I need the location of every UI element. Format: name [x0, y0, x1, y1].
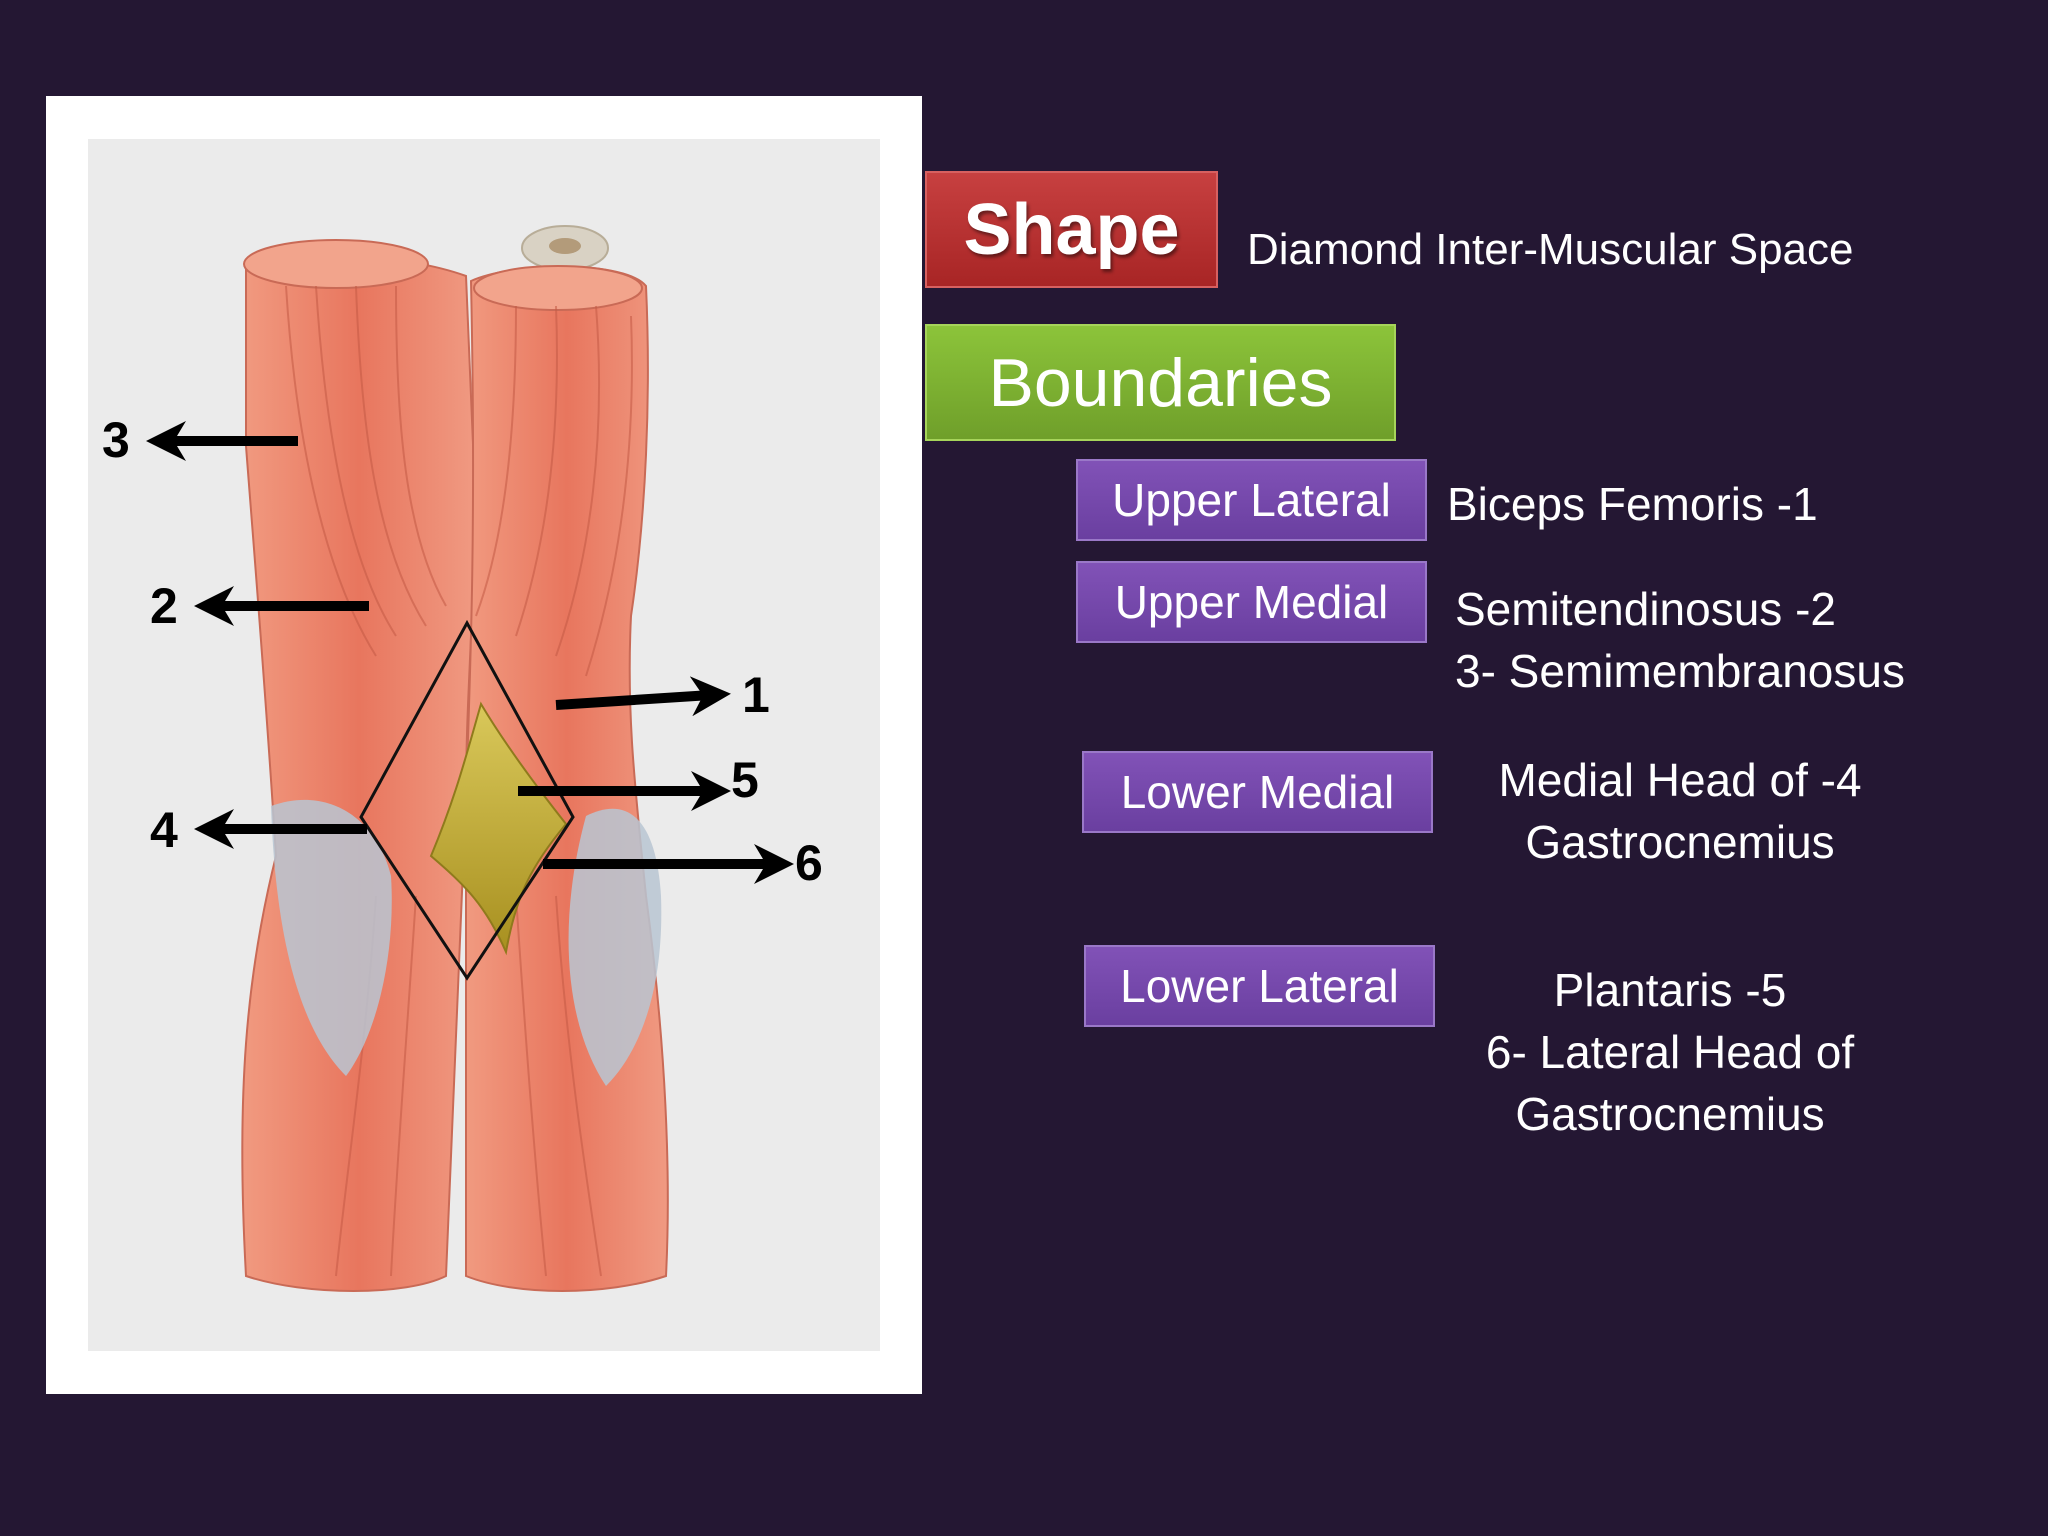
marker-3: 3 [102, 412, 130, 468]
shape-label-box: Shape [925, 171, 1218, 288]
boundary-line: Gastrocnemius [1525, 816, 1835, 868]
boundary-value-upper-medial: Semitendinosus -2 3- Semimembranosus [1455, 578, 1905, 702]
biceps-cut-end [473, 265, 643, 311]
muscle-fibers [285, 285, 633, 1277]
popliteal-fossa-illustration: 1 2 3 4 5 6 [88, 139, 880, 1351]
boundary-line: 6- Lateral Head of [1485, 1026, 1855, 1078]
boundary-line: 3- Semimembranosus [1455, 645, 1905, 697]
marker-5: 5 [731, 752, 759, 808]
boundary-value-lower-medial: Medial Head of -4 Gastrocnemius [1450, 749, 1910, 873]
boundary-label-lower-medial: Lower Medial [1082, 751, 1433, 833]
medial-knee-tendons [271, 799, 392, 1076]
boundary-line: Medial Head of -4 [1498, 754, 1862, 806]
marker-2: 2 [150, 578, 178, 634]
shape-label: Shape [963, 189, 1180, 270]
boundary-label-text: Lower Medial [1120, 766, 1395, 818]
boundary-line: Semitendinosus -2 [1455, 583, 1836, 635]
marker-4: 4 [150, 802, 178, 858]
femur-marrow [549, 238, 581, 254]
shape-value: Diamond Inter-Muscular Space [1247, 225, 1854, 274]
boundary-label-text: Upper Lateral [1112, 474, 1391, 526]
boundary-label-upper-lateral: Upper Lateral [1076, 459, 1427, 541]
marker-1: 1 [742, 667, 770, 723]
boundaries-heading: Boundaries [988, 344, 1333, 421]
boundary-value-lower-lateral: Plantaris -5 6- Lateral Head of Gastrocn… [1440, 959, 1900, 1145]
anatomy-figure-panel: 1 2 3 4 5 6 [46, 96, 922, 1394]
boundary-value-upper-lateral: Biceps Femoris -1 [1447, 473, 1818, 535]
hamstring-cut-end [243, 239, 429, 289]
boundary-line: Biceps Femoris -1 [1447, 478, 1818, 530]
boundary-line: Gastrocnemius [1515, 1088, 1825, 1140]
boundary-label-lower-lateral: Lower Lateral [1084, 945, 1435, 1027]
boundaries-heading-box: Boundaries [925, 324, 1396, 441]
marker-6: 6 [795, 835, 823, 891]
boundary-label-text: Lower Lateral [1120, 960, 1399, 1012]
boundary-label-upper-medial: Upper Medial [1076, 561, 1427, 643]
lateral-knee-tendons [568, 808, 662, 1086]
medial-hamstring-muscles [241, 253, 478, 1292]
arrow-1 [555, 676, 731, 717]
popliteal-fossa-diamond [359, 619, 575, 981]
boundary-label-text: Upper Medial [1114, 576, 1389, 628]
boundary-line: Plantaris -5 [1553, 964, 1787, 1016]
label-arrows [146, 421, 794, 884]
